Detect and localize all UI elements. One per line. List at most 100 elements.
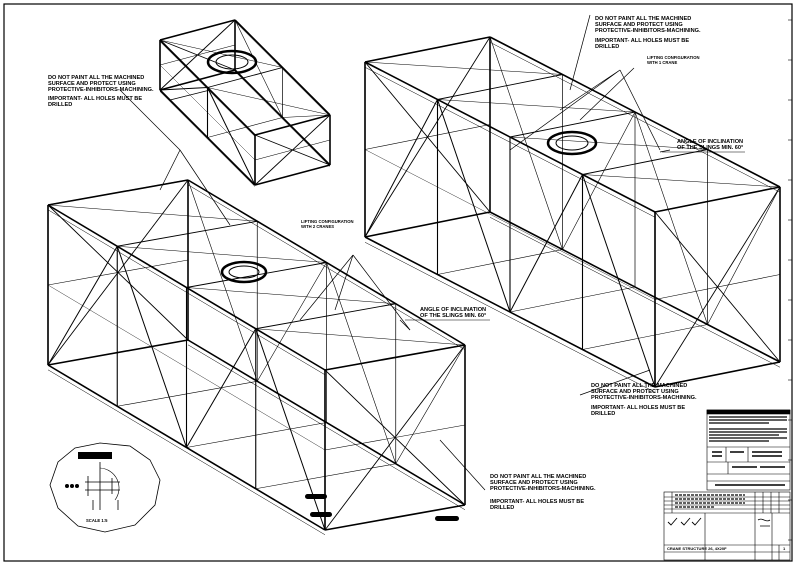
top-cross — [509, 111, 636, 138]
top-cross — [582, 149, 708, 175]
end-rail — [654, 274, 781, 300]
chord-flange — [234, 71, 331, 167]
detail-scale-label: SCALE 1:5 — [86, 518, 108, 523]
lifting-config-line: WITH 1 CRANE — [647, 60, 677, 65]
detail-weld-arc — [99, 467, 120, 501]
lifting-note-left: LIFTING CONFIGURATION WITH 2 CRANES — [301, 219, 354, 229]
sling-left-b — [299, 254, 411, 331]
note-paint-line: DO NOT PAINT ALL THE MACHINED — [595, 16, 691, 22]
angle-note-right: ANGLE OF INCLINATION OF THE SLINGS MIN. … — [662, 139, 745, 153]
bottom-cross — [324, 504, 466, 531]
opening-ring-lower — [220, 260, 268, 284]
mid-rail — [186, 367, 256, 409]
opening-ring-top — [206, 49, 258, 75]
note-paint-line: SURFACE AND PROTECT USING — [591, 389, 679, 395]
sling-lines — [119, 14, 671, 491]
diagonal-back — [489, 36, 563, 250]
projection-symbol — [757, 518, 771, 527]
mid-rail — [582, 261, 656, 300]
mid-rail — [117, 326, 187, 368]
chord-flange — [489, 217, 781, 368]
bottom-cross — [47, 339, 189, 366]
note-paint-line: DO NOT PAINT ALL THE MACHINED — [591, 383, 687, 389]
check-marks — [667, 517, 702, 526]
chord-flange — [364, 242, 656, 393]
mid-rail — [255, 408, 326, 451]
end-rail — [324, 424, 466, 451]
top-cross — [364, 36, 491, 63]
note-paint-line: PROTECTIVE-INHIBITORS-MACHINING. — [595, 28, 701, 34]
top-brace — [437, 99, 636, 113]
spec-table-header — [706, 409, 791, 415]
top-brace — [186, 287, 396, 304]
chord-flange — [47, 369, 326, 536]
top-brace — [255, 328, 466, 346]
bottom-cross — [654, 361, 781, 388]
diagonal-back — [234, 19, 283, 118]
note-top-center: DO NOT PAINT ALL THE MACHINED SURFACE AN… — [595, 16, 701, 50]
sling-left-a — [119, 89, 231, 226]
mid-rail — [159, 64, 208, 113]
note-holes-line: DRILLED — [591, 411, 615, 417]
bottom-cross — [437, 249, 563, 275]
detail-cloud-outline — [49, 442, 161, 533]
sling-right-a — [509, 69, 661, 151]
sling-right-b — [579, 67, 635, 121]
diagonal-back — [707, 186, 781, 325]
detail-bolt — [65, 484, 69, 488]
note-paint-line: PROTECTIVE-INHIBITORS-MACHINING. — [48, 87, 154, 93]
note-holes-line: DRILLED — [490, 505, 514, 511]
bottom-cross — [254, 164, 331, 186]
top-cross — [324, 344, 466, 371]
note-paint-line: SURFACE AND PROTECT USING — [595, 22, 683, 28]
detail-bolt — [70, 484, 74, 488]
opening-inner-lower — [228, 265, 260, 279]
angle-note-line: ANGLE OF INCLINATION — [420, 307, 486, 313]
spec-table-text-lines — [709, 416, 787, 442]
diagonal-back — [634, 111, 708, 325]
angle-note-line: OF THE SLINGS MIN. 60° — [677, 145, 743, 151]
sheet-border — [3, 3, 793, 562]
angle-note-left: ANGLE OF INCLINATION OF THE SLINGS MIN. … — [405, 307, 490, 321]
angle-note-line: OF THE SLINGS MIN. 60° — [420, 313, 486, 319]
mid-rail — [207, 112, 256, 161]
detail-title-box — [78, 452, 112, 459]
top-brace — [159, 39, 283, 68]
lifting-config-line: LIFTING CONFIGURATION — [301, 219, 354, 224]
end-rail — [254, 139, 331, 161]
diagonal-back — [562, 111, 636, 250]
top-brace — [364, 61, 563, 75]
note-holes-line: IMPORTANT- ALL HOLES MUST BE — [595, 38, 689, 44]
top-brace — [582, 174, 781, 188]
mid-rail — [47, 284, 118, 327]
title-block: CRANE STRUCTURE 26, 4X20F 1 — [663, 491, 791, 561]
bottom-cross — [509, 286, 636, 313]
opening-inner-top — [215, 54, 249, 70]
chord-flange — [187, 344, 466, 511]
top-brace — [207, 87, 331, 116]
chord-flange — [159, 91, 256, 187]
spec-table-fill — [712, 451, 785, 486]
note-paint-line: DO NOT PAINT ALL THE MACHINED — [48, 75, 144, 81]
title-block-grid — [664, 492, 790, 560]
detail-section-lines — [85, 462, 120, 510]
note-top-left: DO NOT PAINT ALL THE MACHINED SURFACE AN… — [48, 75, 154, 108]
mid-rail — [364, 149, 438, 188]
part-balloon — [435, 516, 459, 521]
end-rail — [47, 259, 189, 286]
note-holes-line: IMPORTANT- ALL HOLES MUST BE — [48, 96, 142, 102]
opening-ring-right — [546, 130, 598, 156]
mid-rail — [437, 186, 511, 225]
detail-bolt — [75, 484, 79, 488]
note-paint-line: SURFACE AND PROTECT USING — [490, 480, 578, 486]
diagonal-back — [395, 344, 466, 464]
lifting-note-right: LIFTING CONFIGURATION WITH 1 CRANE — [647, 55, 700, 65]
top-cross — [437, 74, 563, 100]
note-right-middle: DO NOT PAINT ALL THE MACHINED SURFACE AN… — [591, 383, 697, 417]
top-openings — [206, 49, 598, 284]
top-brace — [509, 136, 708, 150]
lifting-config-line: LIFTING CONFIGURATION — [647, 55, 700, 60]
note-paint-line: SURFACE AND PROTECT USING — [48, 81, 136, 87]
spec-table-frame — [706, 409, 791, 491]
part-balloon — [305, 494, 327, 499]
